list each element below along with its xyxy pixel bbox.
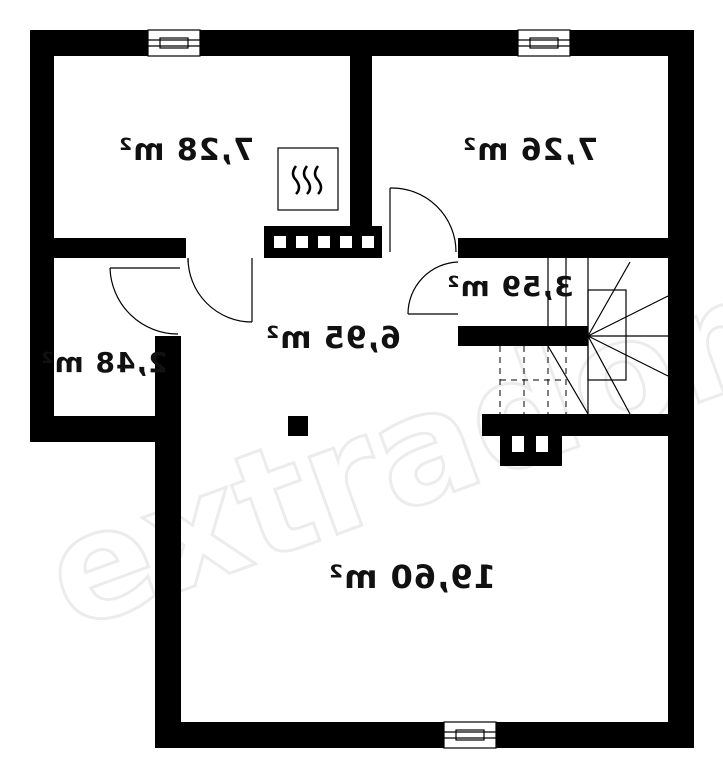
windows xyxy=(147,29,571,749)
room-labels: 7,28 m² 7,26 m² 6,95 m² 3,59 m² 2,48 m² … xyxy=(40,133,598,596)
room-label-small-room: 2,48 m² xyxy=(40,346,167,379)
stairs xyxy=(499,258,669,415)
window-bottom xyxy=(443,721,497,749)
heater-icon xyxy=(277,147,339,211)
door-top-right-room xyxy=(389,187,457,253)
window-top-right xyxy=(517,29,571,57)
room-label-top-left: 7,28 m² xyxy=(118,133,254,168)
chimney-icon xyxy=(264,226,382,258)
room-label-top-right: 7,26 m² xyxy=(462,133,598,168)
interior-walls xyxy=(30,30,694,466)
door-top-left-room xyxy=(187,257,253,323)
room-label-bathroom: 3,59 m² xyxy=(446,270,573,303)
room-label-main-room: 19,60 m² xyxy=(328,558,496,596)
door-bathroom xyxy=(407,261,459,315)
doors xyxy=(109,187,459,335)
door-small-room xyxy=(109,267,180,335)
room-label-hall: 6,95 m² xyxy=(265,321,401,356)
window-top-left xyxy=(147,29,201,57)
column xyxy=(288,416,308,436)
